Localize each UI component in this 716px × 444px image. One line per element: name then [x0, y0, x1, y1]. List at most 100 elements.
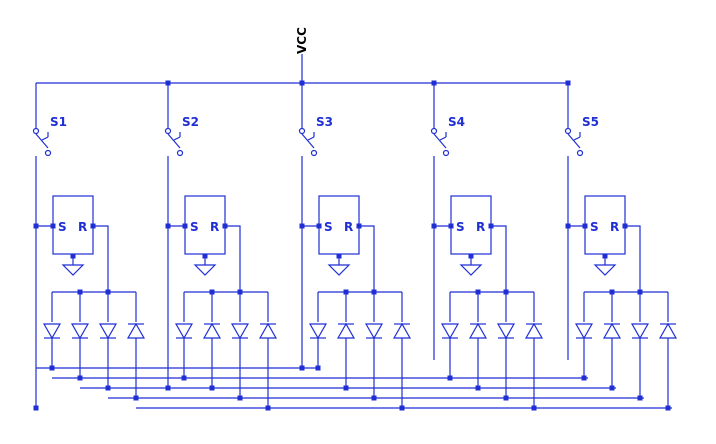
reset-wire — [625, 225, 641, 292]
junction-node — [316, 223, 322, 229]
diode-icon — [230, 323, 250, 340]
set-pin-label: S — [590, 220, 599, 234]
junction-node — [77, 289, 83, 295]
set-pin-label: S — [456, 220, 465, 234]
switch-lever — [35, 133, 49, 149]
diode-icon — [440, 323, 460, 340]
diode-icon — [630, 323, 650, 340]
junction-node — [49, 365, 55, 371]
junction-node — [202, 253, 208, 259]
diode-icon — [658, 322, 678, 339]
switch-lever — [433, 133, 447, 149]
junction-node — [622, 223, 628, 229]
junction-node — [475, 385, 481, 391]
set-pin-label: S — [324, 220, 333, 234]
switch-contact — [430, 127, 438, 135]
ground-icon — [61, 264, 85, 276]
switch-contact — [176, 149, 184, 157]
switch-contact — [564, 127, 572, 135]
switch-actuator — [573, 136, 581, 141]
switch-contact — [442, 149, 450, 157]
junction-node — [431, 80, 437, 86]
diode-icon — [496, 323, 516, 340]
diode-icon — [392, 322, 412, 339]
reset-wire — [359, 225, 375, 292]
junction-node — [222, 223, 228, 229]
junction-node — [299, 223, 305, 229]
junction-node — [209, 289, 215, 295]
diode-icon — [468, 322, 488, 339]
junction-node — [343, 385, 349, 391]
junction-node — [371, 289, 377, 295]
junction-node — [488, 223, 494, 229]
junction-node — [531, 405, 537, 411]
diode-icon — [98, 323, 118, 340]
diode-icon — [574, 323, 594, 340]
diode-icon — [336, 322, 356, 339]
switch-label: S3 — [316, 115, 333, 129]
diode-icon — [364, 323, 384, 340]
junction-node — [181, 375, 187, 381]
junction-node — [609, 385, 615, 391]
switch-label: S1 — [50, 115, 67, 129]
wires — [35, 54, 672, 409]
switch-label: S5 — [582, 115, 599, 129]
junction-node — [209, 385, 215, 391]
diode-icon — [174, 323, 194, 340]
ground-icon — [193, 264, 217, 276]
switch-contact — [164, 127, 172, 135]
reset-wire — [225, 225, 241, 292]
diode-icon — [524, 322, 544, 339]
junction-node — [582, 223, 588, 229]
junction-node — [265, 405, 271, 411]
junction-node — [637, 289, 643, 295]
junction-node — [50, 223, 56, 229]
junction-node — [602, 253, 608, 259]
junction-nodes — [33, 80, 671, 411]
junction-node — [336, 253, 342, 259]
switch-lever — [567, 133, 581, 149]
switch-actuator — [307, 136, 315, 141]
diode-icon — [126, 322, 146, 339]
junction-node — [315, 365, 321, 371]
junction-node — [105, 289, 111, 295]
reset-pin-label: R — [210, 220, 219, 234]
junction-node — [299, 365, 305, 371]
switch-actuator — [41, 136, 49, 141]
reset-pin-label: R — [344, 220, 353, 234]
junction-node — [637, 395, 643, 401]
switch-contact — [310, 149, 318, 157]
junction-node — [33, 223, 39, 229]
switch-contact — [32, 127, 40, 135]
switch-contact — [298, 127, 306, 135]
set-pin-label: S — [58, 220, 67, 234]
junction-node — [343, 289, 349, 295]
junction-node — [77, 375, 83, 381]
ground-icon — [593, 264, 617, 276]
diode-icon — [42, 323, 62, 340]
junction-node — [133, 395, 139, 401]
junction-node — [565, 223, 571, 229]
diode-icon — [70, 323, 90, 340]
set-pin-label: S — [190, 220, 199, 234]
junction-node — [565, 80, 571, 86]
junction-node — [90, 223, 96, 229]
components — [32, 127, 678, 340]
switch-actuator — [439, 136, 447, 141]
diode-icon — [202, 322, 222, 339]
junction-node — [299, 80, 305, 86]
switch-label: S2 — [182, 115, 199, 129]
reset-pin-label: R — [476, 220, 485, 234]
junction-node — [503, 289, 509, 295]
junction-node — [503, 395, 509, 401]
junction-node — [105, 385, 111, 391]
junction-node — [356, 223, 362, 229]
junction-node — [182, 223, 188, 229]
junction-node — [165, 385, 171, 391]
junction-node — [237, 395, 243, 401]
ground-icon — [459, 264, 483, 276]
vcc-label: VCC — [295, 27, 309, 54]
junction-node — [431, 223, 437, 229]
junction-node — [609, 289, 615, 295]
